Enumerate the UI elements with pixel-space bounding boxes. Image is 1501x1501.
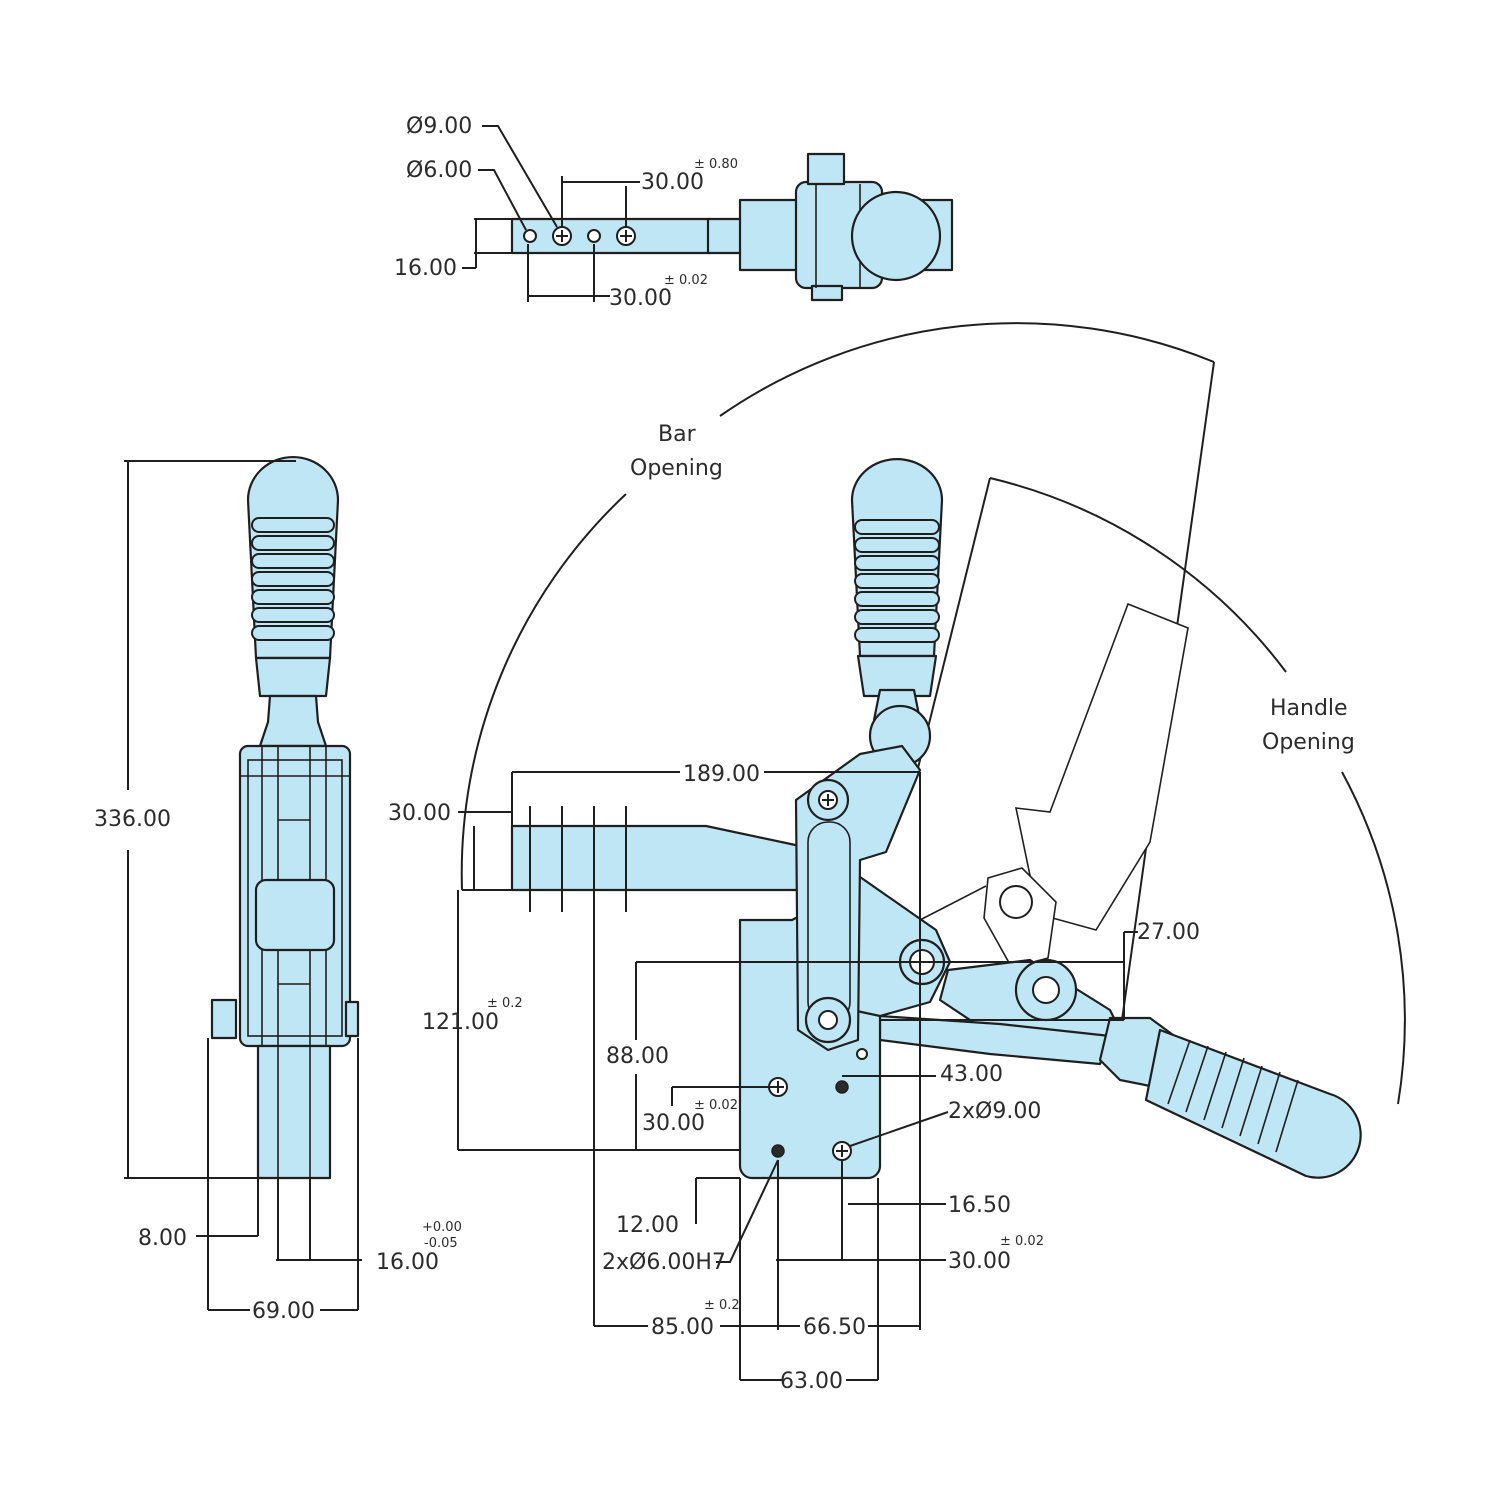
clamp-bar: [510, 824, 802, 892]
front-bar-to-hole: 85.00: [651, 1315, 714, 1340]
side-handle-neck: [258, 694, 328, 748]
handle-opening-arc-top: [989, 477, 1287, 673]
side-view: [124, 455, 362, 1311]
front-overall-length: 189.00: [683, 762, 760, 787]
top-block: [738, 198, 804, 272]
top-knob: [850, 190, 942, 282]
side-slot-tol-plus: +0.00: [422, 1220, 462, 1235]
top-hole-small-label: Ø6.00: [406, 158, 472, 183]
front-bar-height: 30.00: [388, 801, 451, 826]
side-handle-ribs: [251, 517, 335, 641]
side-view-labels: 336.00 8.00 16.00 +0.00 -0.05 69.00: [94, 807, 462, 1324]
bar-opening-label-1: Bar: [658, 422, 697, 447]
front-view: [457, 322, 1406, 1381]
handle-opening-label-1: Handle: [1270, 696, 1348, 721]
front-hole-spacing-v-tol: ± 0.02: [694, 1098, 738, 1113]
top-nut-bottom: [810, 284, 844, 302]
dowel-hole-2: [771, 1144, 785, 1158]
front-pivot-height: 121.00: [422, 1010, 499, 1035]
front-hole-spacing-h: 30.00: [948, 1249, 1011, 1274]
side-base-leg: [256, 1044, 332, 1180]
top-bar: [510, 217, 712, 255]
side-slot-width: 16.00: [376, 1250, 439, 1275]
upright-handle-ribs: [854, 519, 940, 643]
front-pivot-height-tol: ± 0.2: [487, 996, 523, 1011]
front-pivot-offset: 43.00: [940, 1062, 1003, 1087]
top-view: [462, 125, 954, 302]
front-dowel-holes: 2xØ6.00H7: [602, 1250, 726, 1275]
top-spacing-lower-tol: ± 0.02: [664, 273, 708, 288]
ghost-handle-outline: [1014, 602, 1189, 931]
top-view-labels: Ø9.00 Ø6.00 30.00 ± 0.80 30.00 ± 0.02 16…: [394, 114, 738, 311]
side-pivot-block: [254, 878, 336, 952]
front-base-width: 63.00: [780, 1369, 843, 1394]
upright-handle-collar: [856, 654, 938, 698]
side-nut-left: [210, 998, 238, 1040]
bar-opening-arc-left: [460, 493, 627, 891]
clamp-bar-slots: [529, 806, 627, 912]
side-nut-right: [344, 1000, 360, 1038]
front-hole-height: 88.00: [606, 1044, 669, 1069]
top-hole-small-1: [523, 229, 537, 243]
front-view-labels: Bar Opening Handle Opening 189.00 30.00 …: [388, 422, 1355, 1394]
dowel-hole-1: [835, 1080, 849, 1094]
handle-grip: [1144, 1028, 1362, 1179]
side-slot-offset: 8.00: [138, 1226, 187, 1251]
handle-opening-label-2: Opening: [1262, 730, 1355, 755]
top-hole-small-2: [587, 229, 601, 243]
front-bar-to-hole-tol: ± 0.2: [704, 1298, 740, 1313]
front-large-holes: 2xØ9.00: [948, 1099, 1041, 1124]
side-handle-collar: [254, 656, 332, 698]
top-bar-width: 16.00: [394, 256, 457, 281]
side-slot-tol-minus: -0.05: [424, 1236, 458, 1251]
front-hole-to-edge: 66.50: [803, 1315, 866, 1340]
top-nut: [806, 152, 846, 186]
front-hole-spacing-h-tol: ± 0.02: [1000, 1234, 1044, 1249]
bar-opening-arc-top: [719, 322, 1215, 417]
top-spacing-upper-tol: ± 0.80: [694, 157, 738, 172]
side-base-width: 69.00: [252, 1299, 315, 1324]
handle-grip-ribs: [1167, 1039, 1299, 1153]
front-handle-offset: 27.00: [1137, 920, 1200, 945]
front-bottom-offset: 12.00: [616, 1213, 679, 1238]
top-spacing-lower: 30.00: [609, 286, 672, 311]
side-height: 336.00: [94, 807, 171, 832]
top-hole-large-label: Ø9.00: [406, 114, 472, 139]
top-spacing-upper: 30.00: [641, 170, 704, 195]
bar-opening-label-2: Opening: [630, 456, 723, 481]
front-edge-offset: 16.50: [948, 1193, 1011, 1218]
handle-opening-arc-right: [1341, 771, 1406, 1105]
front-hole-spacing-v: 30.00: [642, 1111, 705, 1136]
